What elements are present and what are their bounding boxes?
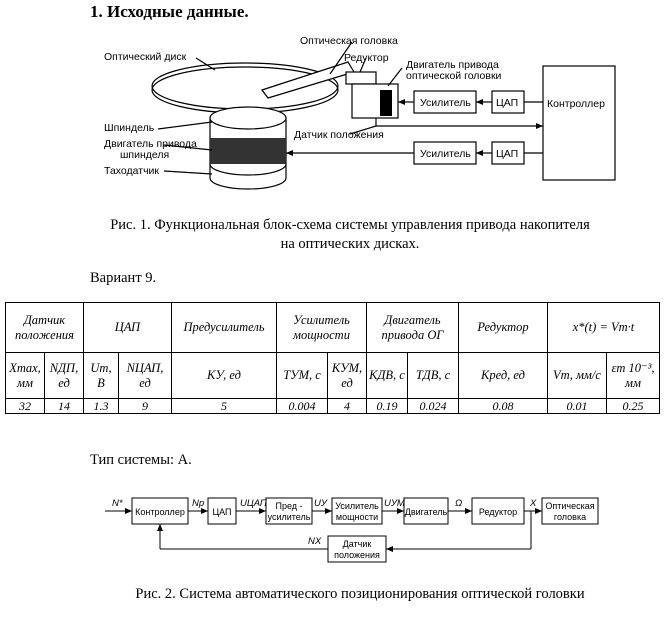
spindle-shape <box>209 106 287 130</box>
f2-sensor-label-2: положения <box>334 550 380 560</box>
signal-uum: UУМ <box>384 498 405 509</box>
label-head-motor-2: оптической головки <box>406 70 502 82</box>
signal-x: X <box>529 498 537 509</box>
param-em: εm 10⁻³, мм <box>606 352 660 399</box>
signal-n-star: N* <box>112 498 123 509</box>
signal-udac: UЦАП <box>240 498 267 509</box>
param-um: Um, В <box>83 352 119 399</box>
dac-bottom-label: ЦАП <box>496 148 518 160</box>
label-position-sensor: Датчик положения <box>294 129 384 141</box>
f2-head-label-1: Оптическая <box>545 501 594 511</box>
group-reducer: Редуктор <box>458 302 548 353</box>
amplifier-bottom-label: Усилитель <box>420 148 471 160</box>
value-kdv: 0.19 <box>366 398 408 414</box>
section-heading: 1. Исходные данные. <box>90 2 249 21</box>
group-preamp: Предусилитель <box>171 302 277 353</box>
param-ky: KУ, ед <box>171 352 277 399</box>
value-tum: 0.004 <box>276 398 328 414</box>
label-tachometer: Таходатчик <box>104 165 159 177</box>
param-ndp: NДП, ед <box>44 352 84 399</box>
spindle-motor-shape <box>210 138 286 164</box>
signal-nx: NX <box>308 536 322 547</box>
label-optical-head: Оптическая головка <box>300 35 398 47</box>
group-ref: x*(t) = Vm·t <box>547 302 660 353</box>
group-sensor: Датчик положения <box>5 302 84 353</box>
param-vm: Vm, мм/с <box>547 352 607 399</box>
figure2-caption: Рис. 2. Система автоматического позицион… <box>135 586 585 602</box>
f2-dac-label: ЦАП <box>212 507 231 517</box>
param-kdv: KДВ, с <box>366 352 408 399</box>
param-xmax: Xmax, мм <box>5 352 45 399</box>
optical-disk-shape <box>151 62 339 110</box>
value-em: 0.25 <box>606 398 660 414</box>
group-dac: ЦАП <box>83 302 172 353</box>
value-tdv: 0.024 <box>407 398 459 414</box>
f2-amp-label-2: мощности <box>336 512 378 522</box>
f2-reducer-label: Редуктор <box>479 507 517 517</box>
value-vm: 0.01 <box>547 398 607 414</box>
f2-preamp-label-2: усилитель <box>268 512 311 522</box>
param-tdv: TДВ, с <box>407 352 459 399</box>
reducer-shape <box>345 71 377 85</box>
label-spindle-motor-1: Двигатель привода <box>104 138 197 150</box>
f2-sensor-label-1: Датчик <box>343 539 372 549</box>
dac-top-label: ЦАП <box>496 97 518 109</box>
label-spindle-motor-2: шпинделя <box>120 149 169 161</box>
f2-controller-label: Контроллер <box>135 507 185 517</box>
f2-amp-label-1: Усилитель <box>335 501 379 511</box>
value-kum: 4 <box>327 398 367 414</box>
variant-label: Вариант 9. <box>90 270 157 286</box>
figure1-caption-line1: Рис. 1. Функциональная блок-схема систем… <box>110 217 590 233</box>
f2-preamp-label-1: Пред - <box>275 501 302 511</box>
signal-np: Np <box>192 498 204 509</box>
value-ndp: 14 <box>44 398 84 414</box>
controller-box <box>542 65 616 181</box>
label-spindle: Шпиндель <box>104 122 155 134</box>
system-type: Тип системы: А. <box>90 452 192 468</box>
param-ndac: NЦАП, ед <box>118 352 172 399</box>
value-kred: 0.08 <box>458 398 548 414</box>
figure1-diagram: Оптический диск Оптическая головка Редук… <box>104 35 616 190</box>
value-um: 1.3 <box>83 398 119 414</box>
optical-head-arm <box>261 61 355 99</box>
param-kum: KУМ, ед <box>327 352 367 399</box>
value-xmax: 32 <box>5 398 45 414</box>
parameters-table: Датчик положения ЦАП Предусилитель Усили… <box>5 302 660 414</box>
signal-uy: UУ <box>314 498 328 509</box>
figure2-diagram: Контроллер ЦАП Пред - усилитель Усилител… <box>105 497 599 563</box>
label-head-motor-1: Двигатель привода <box>406 59 499 71</box>
f2-head-label-2: головка <box>554 512 586 522</box>
controller-label: Контроллер <box>547 98 605 110</box>
f2-motor-label: Двигатель <box>405 507 448 517</box>
value-ndac: 9 <box>118 398 172 414</box>
param-tum: TУМ, с <box>276 352 328 399</box>
label-reducer: Редуктор <box>344 52 389 64</box>
amplifier-top-label: Усилитель <box>420 97 471 109</box>
signal-omega: Ω <box>455 498 462 509</box>
group-amp: Усилитель мощности <box>276 302 367 353</box>
figure1-caption-line2: на оптических дисках. <box>280 236 420 252</box>
value-ky: 5 <box>171 398 277 414</box>
group-motor: Двигатель привода ОГ <box>366 302 459 353</box>
label-optical-disk: Оптический диск <box>104 51 187 63</box>
param-kred: Kред, ед <box>458 352 548 399</box>
